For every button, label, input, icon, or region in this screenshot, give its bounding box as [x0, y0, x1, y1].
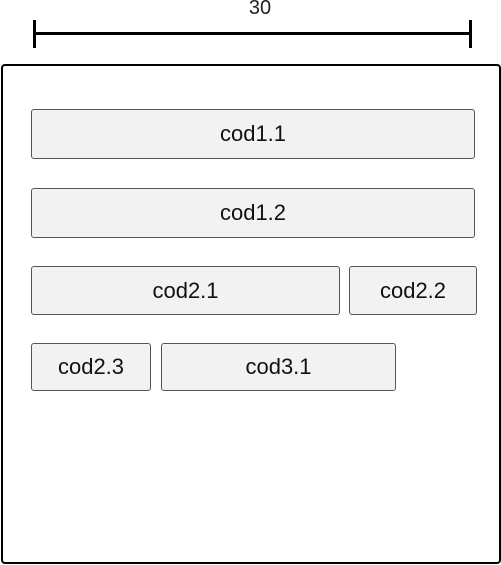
block-cod1-1[interactable]: cod1.1 — [31, 109, 475, 159]
block-cod3-1[interactable]: cod3.1 — [161, 343, 396, 391]
block-cod2-1[interactable]: cod2.1 — [31, 266, 340, 315]
block-cod1-2[interactable]: cod1.2 — [31, 188, 475, 238]
layout-container: cod1.1 cod1.2 cod2.1 cod2.2 cod2.3 cod3.… — [1, 64, 501, 564]
ruler-tick-right — [469, 20, 472, 48]
ruler-label: 30 — [248, 0, 272, 19]
block-cod2-3[interactable]: cod2.3 — [31, 343, 151, 391]
block-cod2-2[interactable]: cod2.2 — [349, 266, 477, 315]
ruler-line — [34, 32, 472, 35]
